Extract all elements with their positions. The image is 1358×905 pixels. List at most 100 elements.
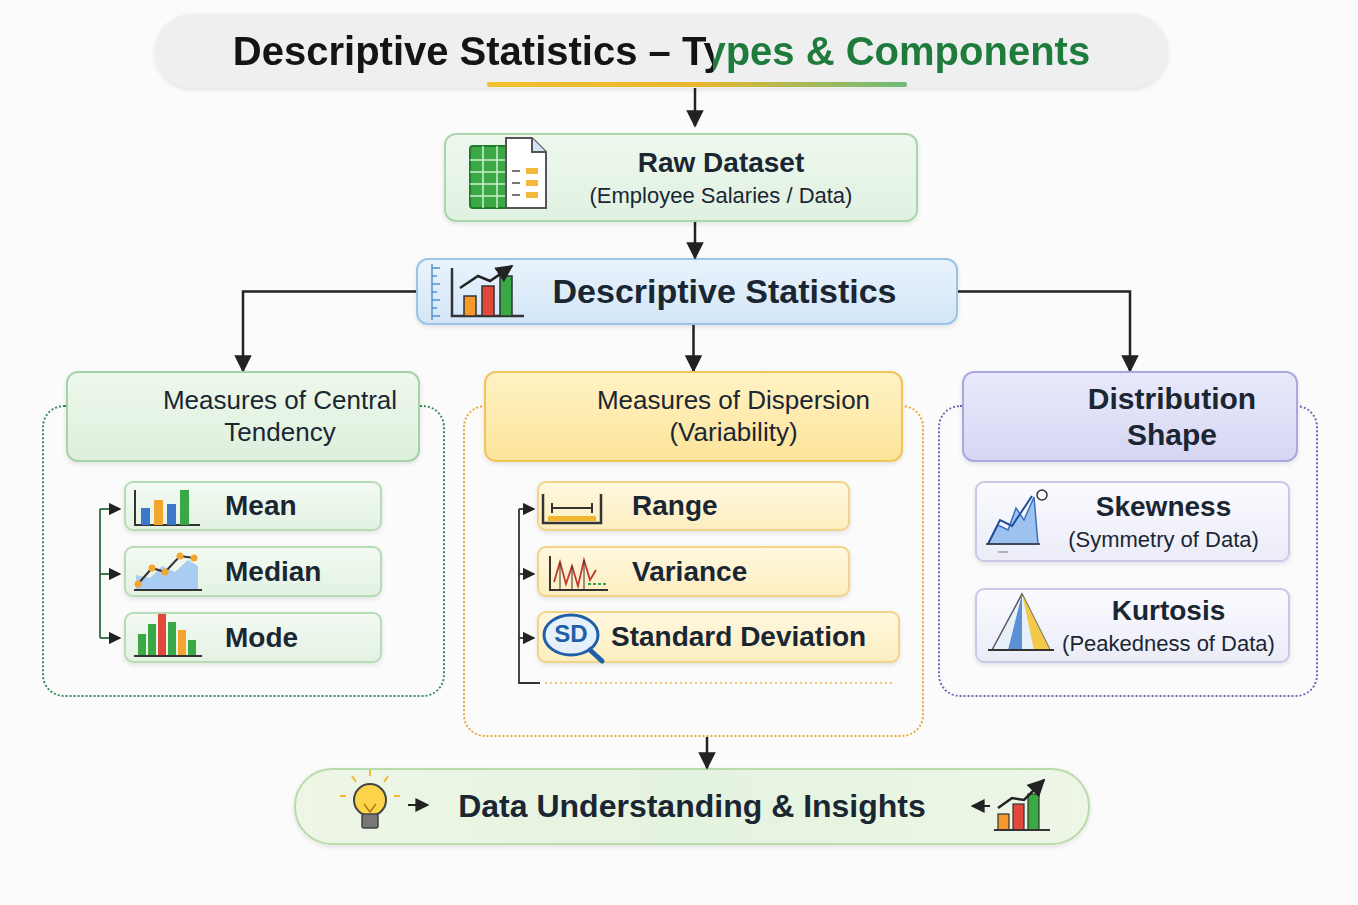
process-box: Data Understanding & Insights <box>294 768 1090 845</box>
node-title: Median <box>225 555 372 589</box>
icon-part <box>998 780 1044 808</box>
icon-part <box>99 417 121 439</box>
icon-part <box>519 573 534 575</box>
icon-part <box>135 581 142 588</box>
icon-part <box>552 503 592 513</box>
skewness-icon <box>986 490 1047 552</box>
node-title: Mode <box>225 621 372 655</box>
icon-part <box>526 395 542 405</box>
icon-part <box>138 634 146 656</box>
icon-part <box>364 804 376 812</box>
icon-part <box>526 180 538 186</box>
icon-part <box>134 655 202 657</box>
icon-part <box>518 432 556 442</box>
icon-part <box>1037 490 1047 500</box>
icon-part <box>550 556 608 590</box>
icon-part <box>138 556 194 584</box>
line-chart-icon <box>134 553 202 591</box>
icon-part <box>552 507 592 509</box>
bracket <box>100 509 120 638</box>
icon-part <box>543 494 601 523</box>
group-header: Distribution Shape <box>962 371 1298 462</box>
magnifier-icon <box>544 615 602 661</box>
connector-arrow <box>694 222 697 258</box>
icon-part <box>1022 392 1040 420</box>
title-pill: Descriptive Statistics – Types & Compone… <box>155 14 1168 88</box>
icon-part <box>487 82 907 87</box>
icon-part <box>149 565 156 572</box>
kurtosis-icon <box>988 594 1054 650</box>
node-subtitle: (Peakedness of Data) <box>1055 631 1282 657</box>
icon-part <box>158 614 166 656</box>
target-icon <box>86 396 144 452</box>
icon-part <box>526 168 538 174</box>
icon-part <box>452 268 524 316</box>
range-icon <box>543 494 601 523</box>
icon-part <box>506 138 546 208</box>
icon-part <box>514 408 522 416</box>
icon-part <box>994 829 1050 831</box>
icon-part <box>506 432 568 442</box>
chart-icon <box>432 264 524 320</box>
icon-part <box>354 784 386 816</box>
node-title: Measures of Central Tendency <box>154 385 406 447</box>
icon-part <box>178 630 186 656</box>
icon-part <box>482 286 494 316</box>
node-title: Measures of Dispersion (Variability) <box>574 385 893 447</box>
icon-part <box>694 88 697 126</box>
icon-part <box>548 516 596 521</box>
icon-part <box>530 418 560 424</box>
icon-part <box>432 264 440 320</box>
node-title: Skewness <box>1045 490 1282 524</box>
icon-part <box>519 637 534 639</box>
icon-part <box>86 404 134 452</box>
bulb-icon <box>340 770 428 828</box>
icon-part <box>988 496 1032 544</box>
icon-part <box>998 552 1008 553</box>
pie-icon <box>984 386 1048 450</box>
icon-part <box>510 404 526 420</box>
icon-part <box>191 555 198 562</box>
histogram-icon <box>134 614 202 656</box>
title-arrow <box>695 88 696 126</box>
icon-part <box>464 296 476 316</box>
icon-part <box>460 266 512 288</box>
node-title: Raw Dataset <box>546 146 896 180</box>
icon-part <box>532 138 546 152</box>
icon-part <box>134 589 202 591</box>
node-title: Descriptive Statistics <box>533 271 916 312</box>
growth-chart-icon <box>972 780 1050 830</box>
icon-part <box>1028 794 1039 830</box>
icon-part <box>141 508 150 525</box>
node-title: Mean <box>225 489 372 523</box>
node-title: Standard Deviation <box>611 620 890 654</box>
bracket <box>519 509 895 683</box>
spreadsheet-icon <box>470 138 546 208</box>
icon-part <box>1016 386 1048 428</box>
title-underline <box>487 82 907 87</box>
icon-part <box>167 504 176 525</box>
icon-part <box>1008 594 1022 650</box>
node-title: Kurtosis <box>1055 594 1282 628</box>
dispersion-icon <box>506 395 568 442</box>
icon-part <box>177 553 184 560</box>
icon-part <box>154 500 163 525</box>
connector-arrow <box>958 292 1130 372</box>
node-title: Variance <box>632 555 840 589</box>
icon-part <box>526 192 538 198</box>
node-subtitle: (Employee Salaries / Data) <box>546 183 896 209</box>
icon-part <box>168 622 176 656</box>
icon-part <box>1013 804 1024 830</box>
icon-part <box>135 490 200 525</box>
node-title: Data Understanding & Insights <box>441 787 943 825</box>
icon-part <box>519 509 540 683</box>
icon-part <box>1022 594 1050 650</box>
icon-part <box>180 490 189 525</box>
icon-part <box>984 386 1048 450</box>
connector-arrow <box>692 325 695 371</box>
icon-part <box>100 508 120 510</box>
icon-part <box>162 569 169 576</box>
icon-part <box>188 640 196 656</box>
icon-part <box>972 805 990 807</box>
connector-arrow <box>243 292 416 372</box>
